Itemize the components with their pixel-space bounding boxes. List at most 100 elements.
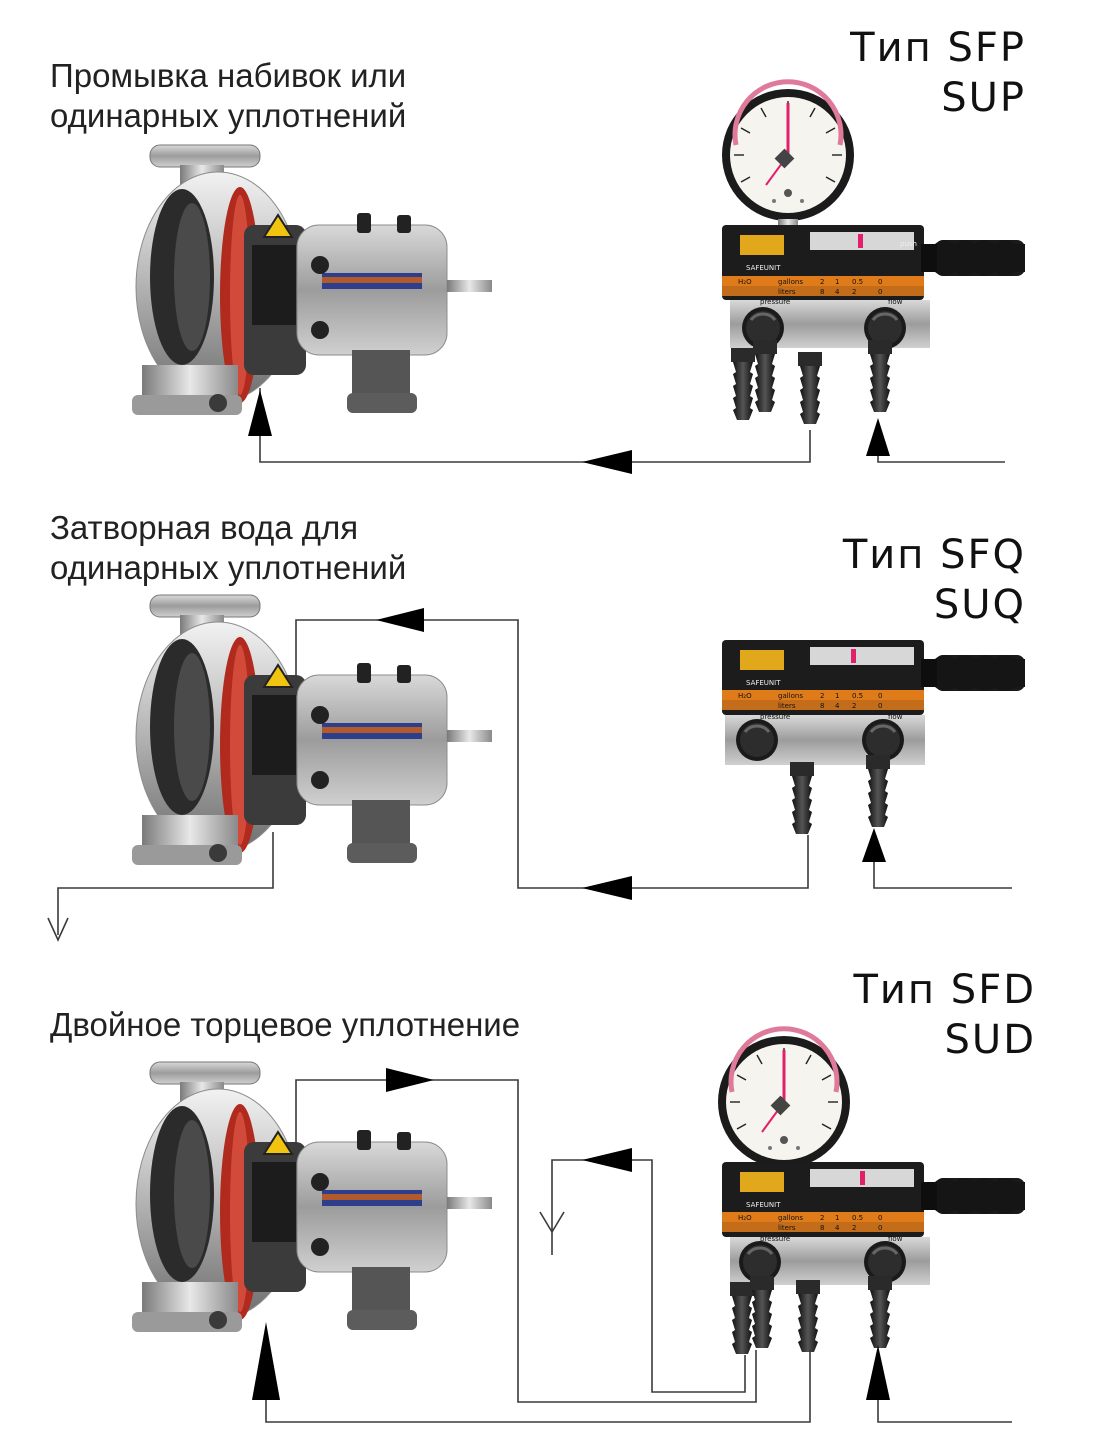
safeunit-2-row2-value-3: 0: [878, 702, 882, 710]
arrow-2-up-unit-icon: [862, 828, 886, 862]
section-1-type: Тип SFP SUP: [850, 23, 1026, 123]
arrow-3-up-pump-icon: [252, 1322, 280, 1400]
safeunit-2-row1-label: gallons: [778, 692, 803, 700]
hose-1-icon: [921, 240, 1025, 276]
safeunit-1-row1-value-1: 1: [835, 278, 839, 286]
pump-1-icon: [131, 144, 493, 416]
flow-arrows-3: [252, 1068, 890, 1400]
arrow-1-up-pump-icon: [248, 390, 272, 436]
safeunit-3-row2-value-1: 4: [835, 1224, 840, 1232]
arrow-3-up-unit-icon: [866, 1345, 890, 1400]
safeunit-3-row2-label: liters: [778, 1224, 796, 1232]
arrow-2-left-icon: [582, 876, 632, 900]
fitting-1c-icon: [798, 352, 822, 424]
safeunit-2-row2-value-1: 4: [835, 702, 840, 710]
safeunit-2-row2-value-2: 2: [852, 702, 856, 710]
safeunit-3-row1-value-2: 0.5: [852, 1214, 863, 1222]
section-2-description: Затворная вода для одинарных уплотнений: [50, 508, 406, 588]
flow-arrows-1: [248, 390, 890, 474]
fitting-1a-icon: [731, 348, 755, 420]
section-2-description-line-1: Затворная вода для: [50, 509, 359, 546]
safeunit-2-row1-value-3: 0: [878, 692, 882, 700]
section-3-type-line-1: Тип SFD: [853, 967, 1036, 1013]
safeunit-2-row1-value-0: 2: [820, 692, 824, 700]
arrow-3-top-right-icon: [386, 1068, 434, 1092]
safeunit-3-row2-value-2: 2: [852, 1224, 856, 1232]
safeunit-1-row2-value-0: 8: [820, 288, 824, 296]
safeunit-1-row1-value-0: 2: [820, 278, 824, 286]
fitting-1b-icon: [753, 340, 777, 412]
safeunit-2-brand: SAFEUNIT: [746, 679, 781, 687]
section-3: SAFEUNIT H₂O gallons liters 2 1 0.5 0 8 …: [131, 1029, 1025, 1423]
fitting-3a-icon: [730, 1282, 754, 1354]
safeunit-3-row2-value-3: 0: [878, 1224, 882, 1232]
safeunit-3-row1-label: gallons: [778, 1214, 803, 1222]
safeunit-2-port-left: pressure: [760, 713, 790, 721]
section-3-description: Двойное торцевое уплотнение: [50, 1005, 520, 1045]
section-2: SAFEUNIT H₂O gallons liters 2 1 0.5 0 8 …: [47, 594, 1025, 942]
knob-2-right-icon: [860, 717, 906, 763]
safeunit-2-row1-value-1: 1: [835, 692, 839, 700]
safeunit-1-fluid: H₂O: [738, 278, 752, 286]
fitting-1d-icon: [868, 340, 892, 412]
section-1-type-line-2: SUP: [941, 75, 1026, 121]
safeunit-1-row2-value-2: 2: [852, 288, 856, 296]
safeunit-1-brand: SAFEUNIT: [746, 264, 781, 272]
safeunit-2-port-right: flow: [888, 713, 903, 721]
section-2-type: Тип SFQ SUQ: [843, 530, 1026, 630]
safeunit-3-row1-value-0: 2: [820, 1214, 824, 1222]
section-1-description: Промывка набивок или одинарных уплотнени…: [50, 56, 406, 136]
arrow-2-top-icon: [376, 608, 424, 632]
safeunit-1-row1-value-2: 0.5: [852, 278, 863, 286]
safeunit-2-row2-value-0: 8: [820, 702, 824, 710]
safeunit-3-row2-value-0: 8: [820, 1224, 824, 1232]
safeunit-1-row2-label: liters: [778, 288, 796, 296]
safeunit-3-row1-value-3: 0: [878, 1214, 882, 1222]
safeunit-1: SAFEUNIT push H₂O gallons liters 2 1 0.5…: [722, 225, 1025, 424]
safeunit-2-row1-value-2: 0.5: [852, 692, 863, 700]
section-1-description-line-1: Промывка набивок или: [50, 57, 407, 94]
safeunit-1-row2-value-1: 4: [835, 288, 840, 296]
hose-2-icon: [921, 655, 1025, 691]
safeunit-2-row2-label: liters: [778, 702, 796, 710]
pump-2-icon: [131, 594, 493, 866]
section-3-type-line-2: SUD: [944, 1017, 1036, 1063]
safeunit-2: SAFEUNIT H₂O gallons liters 2 1 0.5 0 8 …: [722, 640, 1025, 834]
safeunit-1-port-right: flow: [888, 298, 903, 306]
safeunit-3-row1-value-1: 1: [835, 1214, 839, 1222]
hose-3-icon: [921, 1178, 1025, 1214]
fitting-2b-icon: [866, 755, 890, 827]
safeunit-2-fluid: H₂O: [738, 692, 752, 700]
safeunit-1-row1-value-3: 0: [878, 278, 882, 286]
safeunit-3-port-right: flow: [888, 1235, 903, 1243]
safeunit-1-row2-value-3: 0: [878, 288, 882, 296]
section-1: SAFEUNIT push H₂O gallons liters 2 1 0.5…: [131, 82, 1025, 474]
section-1-description-line-2: одинарных уплотнений: [50, 97, 407, 134]
section-2-type-line-1: Тип SFQ: [842, 532, 1026, 578]
flow-arrows-2: [376, 608, 886, 900]
fitting-3d-icon: [868, 1276, 892, 1348]
safeunit-1-row1-label: gallons: [778, 278, 803, 286]
section-2-description-line-2: одинарных уплотнений: [50, 549, 407, 586]
section-3-type: Тип SFD SUD: [854, 965, 1037, 1065]
safeunit-3: SAFEUNIT H₂O gallons liters 2 1 0.5 0 8 …: [722, 1162, 1025, 1354]
section-3-description-line-1: Двойное торцевое уплотнение: [50, 1006, 521, 1043]
arrow-1-up-unit-icon: [866, 418, 890, 456]
fitting-3b-icon: [750, 1276, 774, 1348]
safeunit-1-push: push: [900, 240, 917, 248]
section-2-type-line-2: SUQ: [933, 582, 1026, 628]
safeunit-3-brand: SAFEUNIT: [746, 1201, 781, 1209]
fitting-2a-icon: [790, 762, 814, 834]
arrow-1-left-icon: [582, 450, 632, 474]
fitting-3c-icon: [796, 1280, 820, 1352]
safeunit-3-fluid: H₂O: [738, 1214, 752, 1222]
safeunit-3-port-left: pressure: [760, 1235, 790, 1243]
pump-3-icon: [131, 1061, 493, 1333]
knob-2-left-icon: [734, 717, 780, 763]
arrow-3-mid-left-icon: [582, 1148, 632, 1172]
section-1-type-line-1: Тип SFP: [850, 25, 1026, 71]
pressure-gauge-1-icon: [722, 82, 854, 239]
safeunit-1-port-left: pressure: [760, 298, 790, 306]
